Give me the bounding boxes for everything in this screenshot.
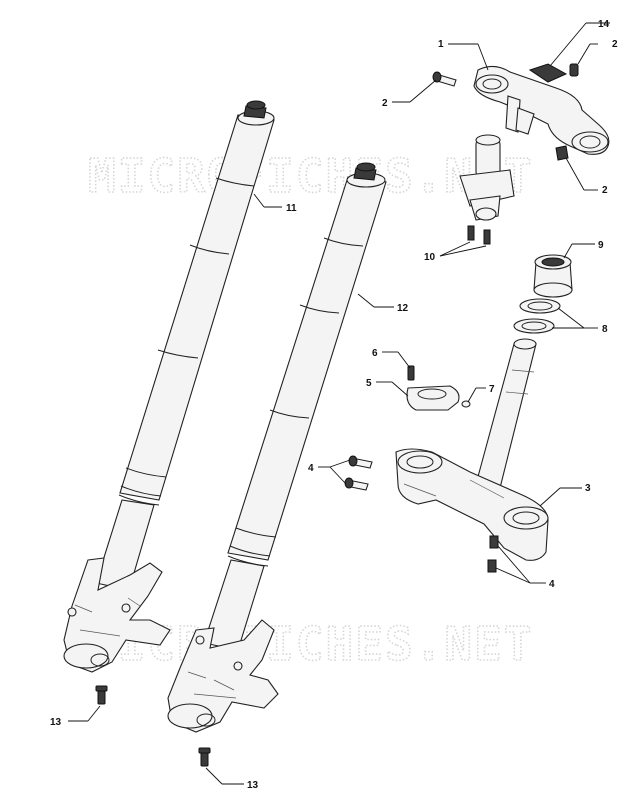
callout-14: 14	[598, 19, 610, 30]
callout-13-left: 13	[50, 717, 62, 728]
callout-12: 12	[397, 303, 409, 314]
callout-9: 9	[598, 240, 604, 251]
bolts-fork-foot	[95, 685, 211, 767]
leader-lines	[68, 22, 610, 785]
dust-seals	[513, 298, 561, 334]
fork-leg-right	[167, 162, 387, 733]
watermark-top: MICROFICHES.NET	[88, 149, 533, 203]
callout-7: 7	[489, 384, 495, 395]
callout-4-left: 4	[308, 463, 314, 474]
steering-damper-unit	[459, 134, 515, 245]
callout-4-right: 4	[549, 579, 555, 590]
fork-leg-left	[63, 100, 275, 673]
callout-3: 3	[585, 483, 591, 494]
callout-10: 10	[424, 252, 436, 263]
callout-8: 8	[602, 324, 608, 335]
bolts-lower-clamp	[344, 455, 499, 573]
callout-5: 5	[366, 378, 372, 389]
clamp-bracket	[406, 365, 471, 411]
callout-1: 1	[438, 39, 444, 50]
bolts-upper-clamp	[432, 63, 579, 161]
lower-triple-clamp	[395, 338, 549, 561]
callout-13-right: 13	[247, 780, 259, 791]
callout-11: 11	[286, 203, 297, 214]
clamp-badge-plate	[528, 63, 568, 83]
steering-bearing	[533, 254, 573, 298]
callout-6: 6	[372, 348, 378, 359]
callout-2-top: 2	[612, 39, 618, 50]
callout-2-left: 2	[382, 98, 388, 109]
upper-triple-clamp	[473, 65, 610, 155]
callout-2-right: 2	[602, 185, 608, 196]
